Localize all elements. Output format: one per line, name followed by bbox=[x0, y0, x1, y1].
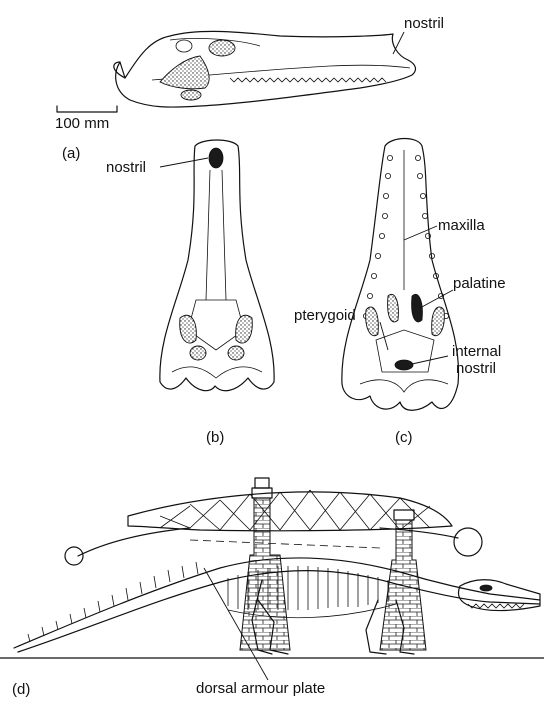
maxilla-leader bbox=[404, 226, 437, 240]
label-internal-nostril-line1: internal bbox=[452, 344, 501, 360]
tooth-sockets bbox=[363, 155, 448, 318]
label-internal-nostril-line2: nostril bbox=[456, 361, 496, 377]
label-maxilla: maxilla bbox=[438, 218, 485, 234]
palatine-leader bbox=[420, 290, 453, 308]
label-nostril-a: nostril bbox=[404, 16, 444, 32]
skull-dorsal-view bbox=[160, 140, 274, 391]
label-panel-c: (c) bbox=[395, 430, 413, 446]
nostril-leader-a bbox=[393, 32, 404, 54]
scale-bar bbox=[57, 106, 117, 112]
label-scale-bar: 100 mm bbox=[55, 116, 109, 132]
bridge-truss bbox=[65, 490, 482, 565]
brick-piers bbox=[240, 478, 426, 650]
skull-palatal-view bbox=[342, 139, 459, 411]
label-pterygoid: pterygoid bbox=[294, 308, 356, 324]
label-panel-d: (d) bbox=[12, 682, 30, 698]
label-palatine: palatine bbox=[453, 276, 506, 292]
skull-lateral-view bbox=[114, 31, 416, 107]
label-panel-b: (b) bbox=[206, 430, 224, 446]
nostril-leader-b bbox=[160, 158, 208, 167]
skeleton-mount-view bbox=[0, 478, 544, 680]
label-dorsal-armour-plate: dorsal armour plate bbox=[196, 681, 325, 697]
label-panel-a: (a) bbox=[62, 146, 80, 162]
label-nostril-b: nostril bbox=[106, 160, 146, 176]
